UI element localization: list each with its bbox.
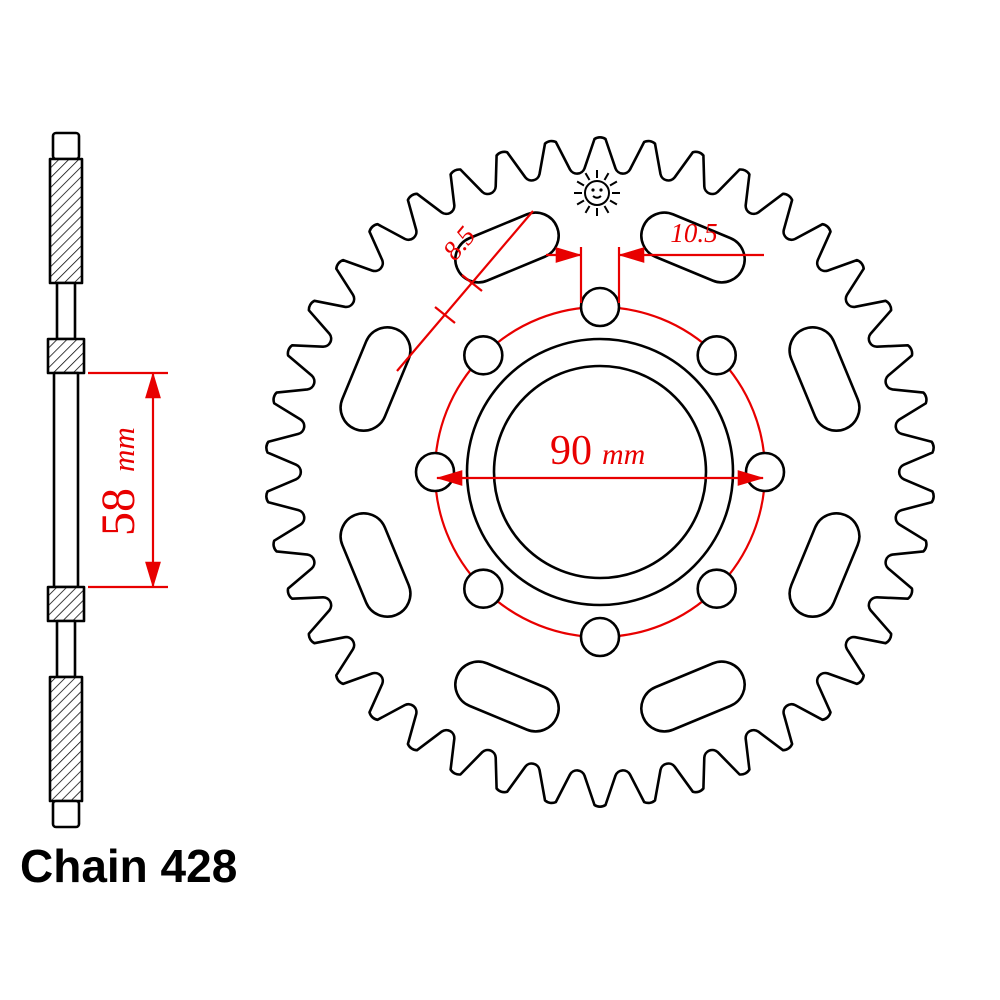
dimension-90: 90 mm	[435, 428, 765, 486]
center-bore	[492, 364, 708, 580]
side-view-neck-bottom	[55, 619, 77, 679]
lightening-slot	[640, 660, 746, 733]
dimension-58-unit: mm	[106, 427, 141, 472]
side-view-plate	[52, 371, 80, 589]
dimension-58-value: 58	[92, 488, 145, 536]
sun-ray	[584, 172, 591, 181]
sun-body	[584, 180, 610, 206]
side-view	[46, 131, 86, 829]
sun-ray	[603, 205, 610, 214]
bolt-hole	[579, 286, 621, 328]
side-view-teeth-section-top	[48, 157, 84, 285]
side-view-cap-top	[51, 131, 81, 161]
dimension-90-unit: mm	[602, 438, 645, 471]
sun-eye-right	[599, 188, 603, 192]
sun-ray	[576, 199, 585, 206]
side-view-neck-top	[55, 281, 77, 341]
sun-ray	[584, 205, 591, 214]
dimension-10-5-value: 10.5	[670, 218, 717, 248]
sun-mouth	[592, 195, 602, 199]
sun-ray	[609, 180, 618, 187]
lightening-slot	[339, 326, 412, 432]
bolt-hole	[696, 568, 738, 610]
bolt-hole	[414, 451, 456, 493]
side-view-hub-section-top	[46, 337, 86, 375]
sun-ray	[576, 180, 585, 187]
front-view	[265, 136, 935, 808]
bolt-hole	[462, 334, 504, 376]
sun-ray	[609, 199, 618, 206]
lightening-slot	[454, 660, 560, 733]
bolt-hole	[579, 616, 621, 658]
side-view-teeth-section-bottom	[48, 675, 84, 803]
sun-eye-left	[591, 188, 595, 192]
lightening-slot	[788, 512, 861, 618]
bolt-holes	[414, 286, 786, 658]
tick-mark-upper	[461, 274, 483, 292]
lightening-slot	[339, 512, 412, 618]
side-view-cap-bottom	[51, 799, 81, 829]
bolt-hole	[696, 334, 738, 376]
dimension-10-5: 10.5	[546, 218, 764, 303]
bolt-hole	[744, 451, 786, 493]
leader-line	[396, 210, 534, 372]
tick-mark-lower	[434, 306, 456, 324]
lightening-slots	[339, 211, 861, 733]
dimension-58: 58 mm	[88, 371, 168, 589]
lightening-slot	[454, 211, 560, 284]
sun-ray	[603, 172, 610, 181]
bolt-hole	[462, 568, 504, 610]
sun-logo-icon	[574, 170, 620, 216]
lightening-slot	[788, 326, 861, 432]
sun-rays	[574, 170, 620, 216]
dimension-90-value: 90	[550, 428, 592, 474]
lightening-slot	[640, 211, 746, 284]
side-view-hub-section-bottom	[46, 585, 86, 623]
chain-size-label: Chain 428	[20, 840, 237, 892]
